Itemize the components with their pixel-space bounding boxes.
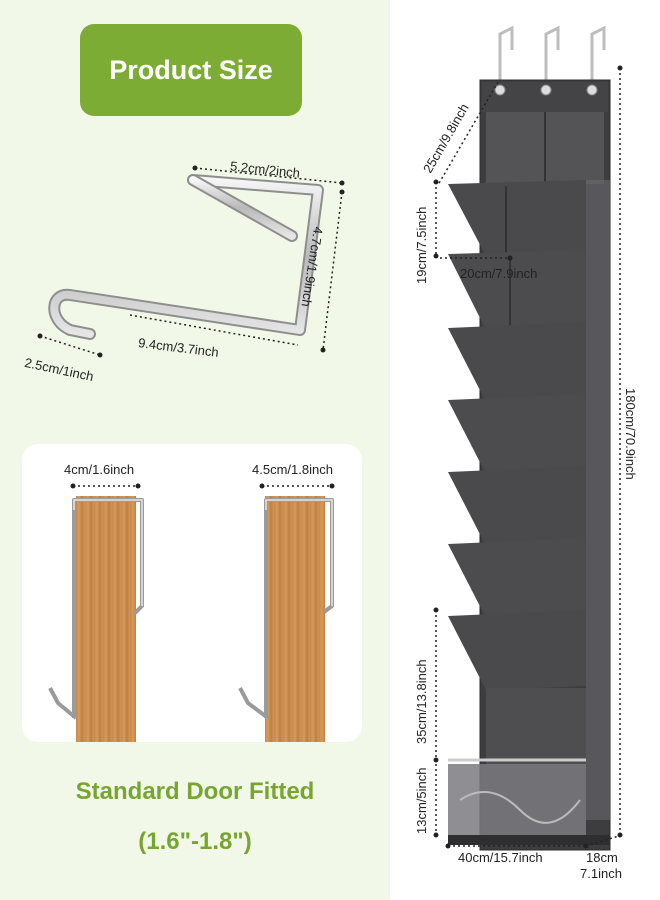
door-fit-caption: Standard Door Fitted: [75, 778, 315, 805]
door-gap-dimension-lines: [70, 483, 335, 489]
door-fit-range: (1.6"-1.8"): [138, 828, 252, 855]
product-size-badge: Product Size: [80, 24, 302, 116]
pocket-height-label: 19cm/7.5inch: [414, 206, 429, 284]
depth-inch-label: 7.1inch: [580, 866, 622, 881]
bottom-pocket-height-label: 35cm/13.8inch: [414, 659, 429, 744]
depth-cm-label: 18cm: [586, 850, 618, 865]
hook-illustration: [37, 165, 345, 358]
door-hooks: [48, 498, 334, 720]
left-door-gap-label: 4cm/1.6inch: [64, 462, 135, 477]
left-door-panel: [76, 496, 136, 742]
right-door-panel: [265, 496, 325, 742]
base-pocket-height-label: 13cm/5inch: [414, 767, 429, 834]
over-door-organizer: [433, 25, 623, 851]
total-width-label: 40cm/15.7inch: [458, 850, 543, 865]
pocket-width-label: 20cm/7.9inch: [460, 266, 538, 281]
total-height-label: 180cm/70.9inch: [623, 388, 638, 480]
right-door-gap-label: 4.5cm/1.8inch: [252, 462, 333, 477]
page-title: Product Size: [109, 54, 273, 85]
